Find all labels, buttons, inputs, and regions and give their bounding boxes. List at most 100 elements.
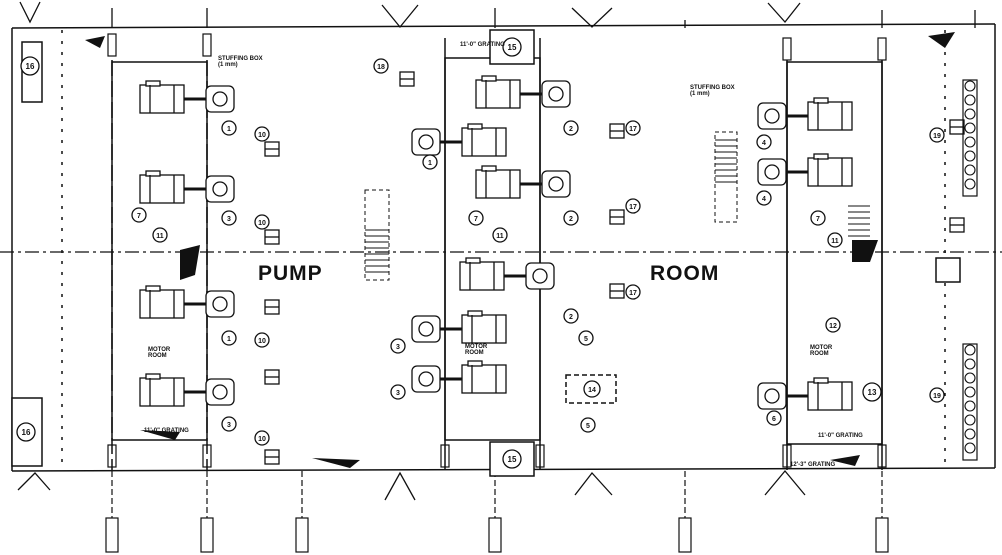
callout-ring <box>131 207 147 223</box>
callout-number: 10 <box>258 338 266 345</box>
callout-number: 17 <box>629 126 637 133</box>
pier-bottom <box>107 444 117 468</box>
callout-number: 2 <box>569 216 573 223</box>
pump-motor-unit <box>757 97 853 131</box>
pier-bottom <box>202 444 212 468</box>
callout-n11b: 11 <box>492 227 508 243</box>
pipe-rack <box>962 79 978 197</box>
grid-marker-bottom-2 <box>384 471 416 501</box>
pipe-section <box>964 164 976 176</box>
callout-number: 15 <box>508 43 517 52</box>
callout-n7a: 7 <box>131 207 147 223</box>
pipe-section <box>964 358 976 370</box>
pump-motor-unit <box>139 170 235 204</box>
motor-terminal <box>813 153 829 160</box>
callout-number: 4 <box>762 196 766 203</box>
callout-pump_l3: 1 <box>221 330 237 346</box>
grid-marker-top-3 <box>571 7 613 28</box>
callout-number: 4 <box>762 140 766 147</box>
callout-ring <box>756 190 772 206</box>
motor-body <box>139 84 185 114</box>
callout-ring <box>929 127 945 143</box>
pump-motor-unit <box>139 373 235 407</box>
callout-n17a: 17 <box>625 120 641 136</box>
callout-n7c: 7 <box>810 210 826 226</box>
callout-n7b: 7 <box>468 210 484 226</box>
motor-terminal <box>813 97 829 104</box>
pier <box>200 517 214 553</box>
motor-terminal <box>145 373 161 380</box>
callout-n12: 12 <box>825 317 841 333</box>
pump-impeller <box>532 268 548 284</box>
pipe-section <box>964 400 976 412</box>
motor-body <box>139 174 185 204</box>
motor-terminal <box>467 310 483 317</box>
callout-number: 13 <box>868 388 877 397</box>
wall-hatch <box>140 430 180 440</box>
callout-ring <box>221 330 237 346</box>
callout-number: 16 <box>26 62 35 71</box>
pump-motor-unit <box>139 285 235 319</box>
pump-impeller <box>764 108 780 124</box>
motor-terminal <box>481 75 497 82</box>
wall-hatch <box>180 245 200 280</box>
stair-treads <box>848 205 870 237</box>
motor-terminal <box>813 377 829 384</box>
callout-n17b: 17 <box>625 198 641 214</box>
motor-body <box>807 157 853 187</box>
pipe-section <box>964 80 976 92</box>
pier <box>295 517 309 553</box>
callout-n10d: 10 <box>254 430 270 446</box>
pump-motor-unit <box>411 310 507 344</box>
pier-bottom <box>782 444 792 468</box>
room-label-pump: PUMP <box>258 262 323 285</box>
callout-ring <box>221 416 237 432</box>
note-motor-room-2: MOTOR ROOM <box>465 344 488 356</box>
callout-number: 10 <box>258 220 266 227</box>
callout-ring <box>254 214 270 230</box>
callout-number: 7 <box>137 213 141 220</box>
pipe-section <box>964 344 976 356</box>
callout-ring <box>862 382 882 402</box>
callout-mid_1: 1 <box>422 154 438 170</box>
pipe-section <box>964 386 976 398</box>
wall-top <box>11 23 996 29</box>
pipe-section <box>964 372 976 384</box>
callout-ring <box>254 332 270 348</box>
callout-number: 19 <box>933 393 941 400</box>
note-motor-room-1: MOTOR ROOM <box>148 347 171 359</box>
callout-right_2: 4 <box>756 190 772 206</box>
pier-top <box>782 37 792 61</box>
motor-terminal <box>465 257 481 264</box>
callout-ring <box>390 384 406 400</box>
grid-marker-top-2 <box>381 4 419 29</box>
pump-impeller <box>212 181 228 197</box>
pipe-rack-upper <box>962 79 978 197</box>
note-grating-bottom-right: 11'-0" GRATING <box>818 433 863 439</box>
motor-body <box>475 169 521 199</box>
callout-pump_l1: 1 <box>221 120 237 136</box>
callout-ring <box>580 417 596 433</box>
callout-mid_7: 5 <box>578 330 594 346</box>
callout-n19a: 19 <box>929 127 945 143</box>
callout-n17c: 17 <box>625 284 641 300</box>
grid-marker-bottom-3 <box>574 471 613 496</box>
pump-motor-unit <box>757 377 853 411</box>
pump-motor-unit <box>411 360 507 394</box>
callout-number: 1 <box>227 126 231 133</box>
callout-number: 5 <box>584 336 588 343</box>
motor-terminal <box>467 360 483 367</box>
callout-ring <box>502 449 522 469</box>
motor-body <box>139 377 185 407</box>
callout-ring <box>756 134 772 150</box>
callout-ring <box>254 126 270 142</box>
grid-marker-top-1 <box>19 1 41 24</box>
pipe-section <box>964 94 976 106</box>
callout-ring <box>16 422 36 442</box>
pump-impeller <box>548 86 564 102</box>
stair-treads <box>365 229 389 273</box>
note-grating-bottom-left: 11'-0" GRATING <box>144 428 189 434</box>
pier-bottom <box>877 444 887 468</box>
callout-n10b: 10 <box>254 214 270 230</box>
stair-right <box>714 131 738 223</box>
